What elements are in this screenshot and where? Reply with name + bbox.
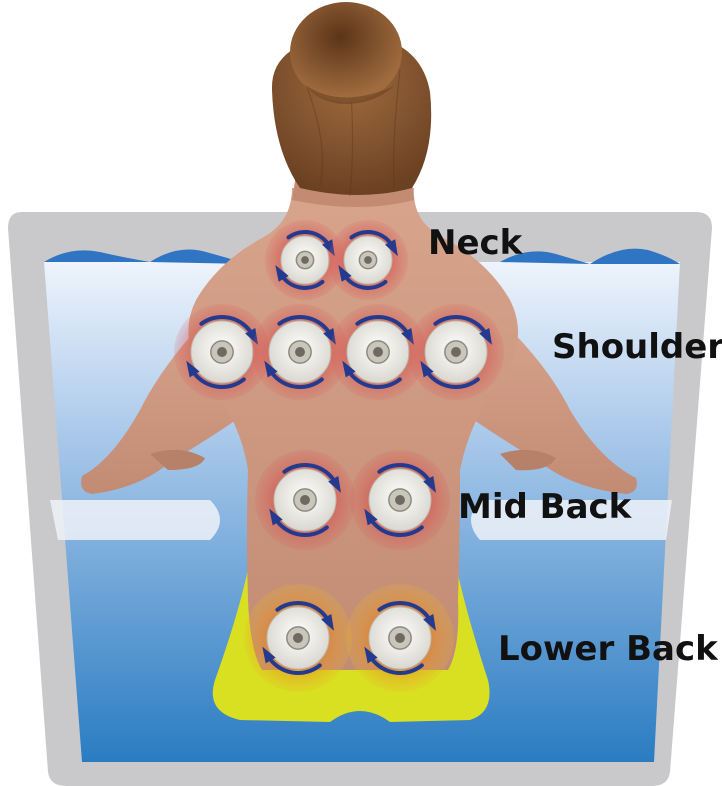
jet-lower-back-2 — [346, 584, 454, 692]
label-shoulder: Shoulder — [552, 330, 722, 364]
jet-mid-back-1 — [255, 450, 355, 550]
jet-mid-back-2 — [350, 450, 450, 550]
jet-shoulder-4 — [408, 304, 504, 400]
seat-ledge-left — [50, 500, 220, 540]
jet-neck-2 — [328, 220, 408, 300]
label-neck: Neck — [428, 226, 522, 260]
jet-lower-back-1 — [244, 584, 352, 692]
label-mid-back: Mid Back — [458, 490, 631, 524]
label-lower-back: Lower Back — [498, 632, 718, 666]
